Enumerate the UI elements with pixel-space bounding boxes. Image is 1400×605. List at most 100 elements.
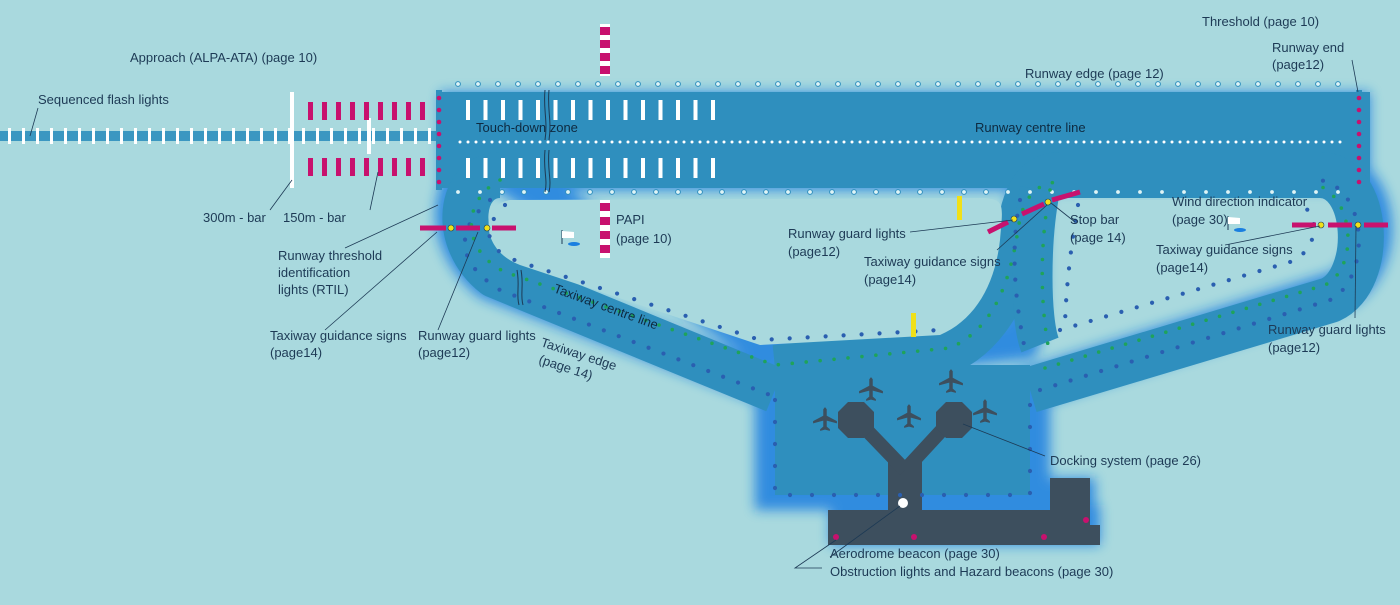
edge-light (631, 189, 637, 195)
taxiway-edge-light (527, 299, 532, 304)
edge-light (477, 189, 483, 195)
edge-light (1135, 81, 1141, 87)
centre-light (1122, 140, 1126, 144)
taxiway-centre-light (1324, 282, 1329, 286)
end-light (1356, 143, 1362, 149)
flash-light (232, 128, 235, 144)
label-tgs-mid-2: (page14) (864, 272, 916, 287)
edge-light (875, 81, 881, 87)
taxiway-centre-light (1040, 271, 1045, 276)
obstruction-light (911, 534, 917, 540)
centre-light (778, 140, 782, 144)
taxiway-centre-light (874, 353, 878, 358)
taxiway-edge-light (484, 278, 489, 283)
taxiway-centre-light (1150, 334, 1155, 338)
edge-light (1155, 81, 1161, 87)
centre-light (698, 140, 702, 144)
end-light (1356, 179, 1362, 185)
centre-light (1026, 140, 1030, 144)
apron-edge-light (831, 492, 837, 498)
threshold-bar-right (1356, 90, 1362, 190)
taxiway-centre-light (832, 357, 836, 362)
edge-light (741, 189, 747, 195)
taxiway-edge-light (616, 334, 621, 339)
edge-light (815, 81, 821, 87)
edge-light (587, 189, 593, 195)
centre-light (1106, 140, 1110, 144)
edge-light (1203, 189, 1209, 195)
apron-edge-light (772, 463, 778, 469)
taxiway-edge-light (632, 297, 637, 302)
taxiway-edge-light (1297, 307, 1302, 312)
taxiway-edge-light (1305, 207, 1310, 212)
centre-light (1258, 140, 1262, 144)
taxiway-left (442, 152, 784, 412)
terminal (828, 402, 1100, 545)
centre-light (746, 140, 750, 144)
approach-side-light (308, 158, 313, 176)
taxiway-centre-light (657, 323, 661, 327)
taxiway-centre-light (846, 356, 850, 360)
touchdown-zone-lights (466, 100, 715, 178)
taxiway-edge-light (1014, 293, 1019, 298)
flash-light (204, 128, 207, 144)
centre-light (1338, 140, 1342, 144)
flash-light (330, 128, 333, 144)
tdz-light (641, 158, 645, 178)
taxiway-centre-light (1040, 285, 1045, 290)
edge-light (515, 81, 521, 87)
centre-light (1170, 140, 1174, 144)
centre-light (738, 140, 742, 144)
approach-side-light (392, 158, 397, 176)
edge-light (1055, 81, 1061, 87)
edge-light (835, 81, 841, 87)
tdz-light (711, 100, 715, 120)
flash-light (92, 128, 95, 144)
taxiway-edge-light (683, 313, 688, 318)
centre-light (674, 140, 678, 144)
label-rgl-left-2: (page12) (418, 345, 470, 360)
taxiway-centre-light (591, 300, 595, 305)
taxiway-centre-light (471, 209, 476, 213)
taxiway-edge-light (1099, 368, 1104, 374)
taxiway-centre-light (1045, 341, 1050, 346)
centre-light (1050, 140, 1054, 144)
taxiway-edge-light (1165, 296, 1170, 301)
taxiway-edge-light (586, 322, 592, 327)
centre-light (586, 140, 590, 144)
taxiway-edge-light (1057, 327, 1063, 333)
taxiway-centre-light (1005, 275, 1009, 280)
flash-light (22, 128, 25, 144)
centre-light (610, 140, 614, 144)
taxiway-centre-light (1009, 262, 1013, 266)
label-wind-1: Wind direction indicator (1172, 194, 1308, 209)
taxiway-centre-light (1040, 257, 1045, 262)
threshold-bar-left (436, 90, 442, 190)
approach-side-light (378, 102, 383, 120)
taxiway-centre-light (478, 249, 482, 253)
taxiway-edge-light (1340, 287, 1345, 293)
taxiway-centre-light (670, 327, 675, 332)
edge-light (575, 81, 581, 87)
threshold-light (436, 179, 442, 185)
guidance-sign (911, 313, 916, 337)
end-light (1356, 131, 1362, 137)
taxiway-edge-light (1221, 330, 1226, 336)
centre-light (834, 140, 838, 144)
edge-light (855, 81, 861, 87)
taxiway-centre-light (1037, 185, 1042, 190)
taxiway-edge-light (787, 336, 792, 341)
centre-light (474, 140, 478, 144)
taxiway-edge-light (1129, 359, 1134, 364)
taxiway-centre-light (1043, 215, 1048, 220)
centre-light (994, 140, 998, 144)
apron-edge-light (1027, 490, 1033, 496)
windsock-icon (1227, 216, 1246, 232)
tdz-light (536, 158, 540, 178)
centre-light (1186, 140, 1190, 144)
edge-light (939, 189, 945, 195)
taxiway-edge-light (529, 263, 534, 268)
centre-light (1010, 140, 1014, 144)
taxiway-edge-light (1195, 287, 1201, 292)
taxiway-edge-light (1064, 298, 1069, 303)
